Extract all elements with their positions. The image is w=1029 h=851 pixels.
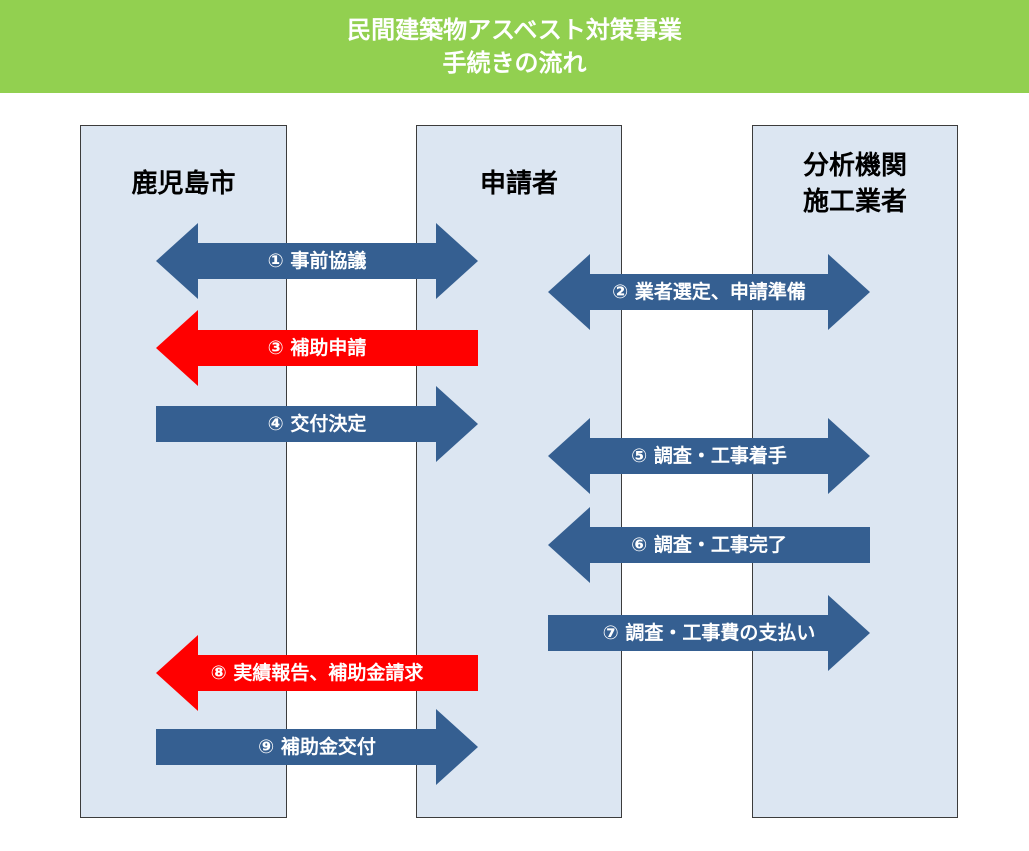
step-label-5: ⑤ 調査・工事着手: [631, 445, 787, 467]
step-arrow-7: [548, 595, 870, 671]
lane-title-contractor-1: 分析機関: [802, 151, 907, 181]
step-label-4: ④ 交付決定: [267, 413, 367, 435]
lane-title-contractor-2: 施工業者: [802, 187, 907, 217]
step-arrow-4: [156, 386, 478, 462]
lane-title-applicant: 申請者: [479, 169, 558, 199]
header-title: 民間建築物アスベスト対策事業: [347, 15, 682, 44]
step-label-7: ⑦ 調査・工事費の支払い: [602, 622, 816, 644]
page-header: 民間建築物アスベスト対策事業 手続きの流れ: [0, 0, 1029, 93]
step-arrow-5: [548, 418, 870, 494]
step-arrow-6: [548, 507, 870, 583]
step-arrow-8: [156, 635, 478, 711]
step-arrow-3: [156, 310, 478, 386]
header-subtitle: 手続きの流れ: [442, 48, 587, 77]
step-arrow-1: [156, 223, 478, 299]
step-label-1: ① 事前協議: [267, 250, 367, 272]
step-arrow-9: [156, 709, 478, 785]
step-label-6: ⑥ 調査・工事完了: [631, 534, 787, 556]
step-arrow-2: [548, 254, 870, 330]
step-label-9: ⑨ 補助金交付: [258, 736, 376, 758]
step-label-2: ② 業者選定、申請準備: [612, 281, 806, 303]
step-label-8: ⑧ 実績報告、補助金請求: [210, 662, 424, 684]
step-label-3: ③ 補助申請: [267, 337, 367, 359]
lane-title-city: 鹿児島市: [131, 169, 236, 199]
